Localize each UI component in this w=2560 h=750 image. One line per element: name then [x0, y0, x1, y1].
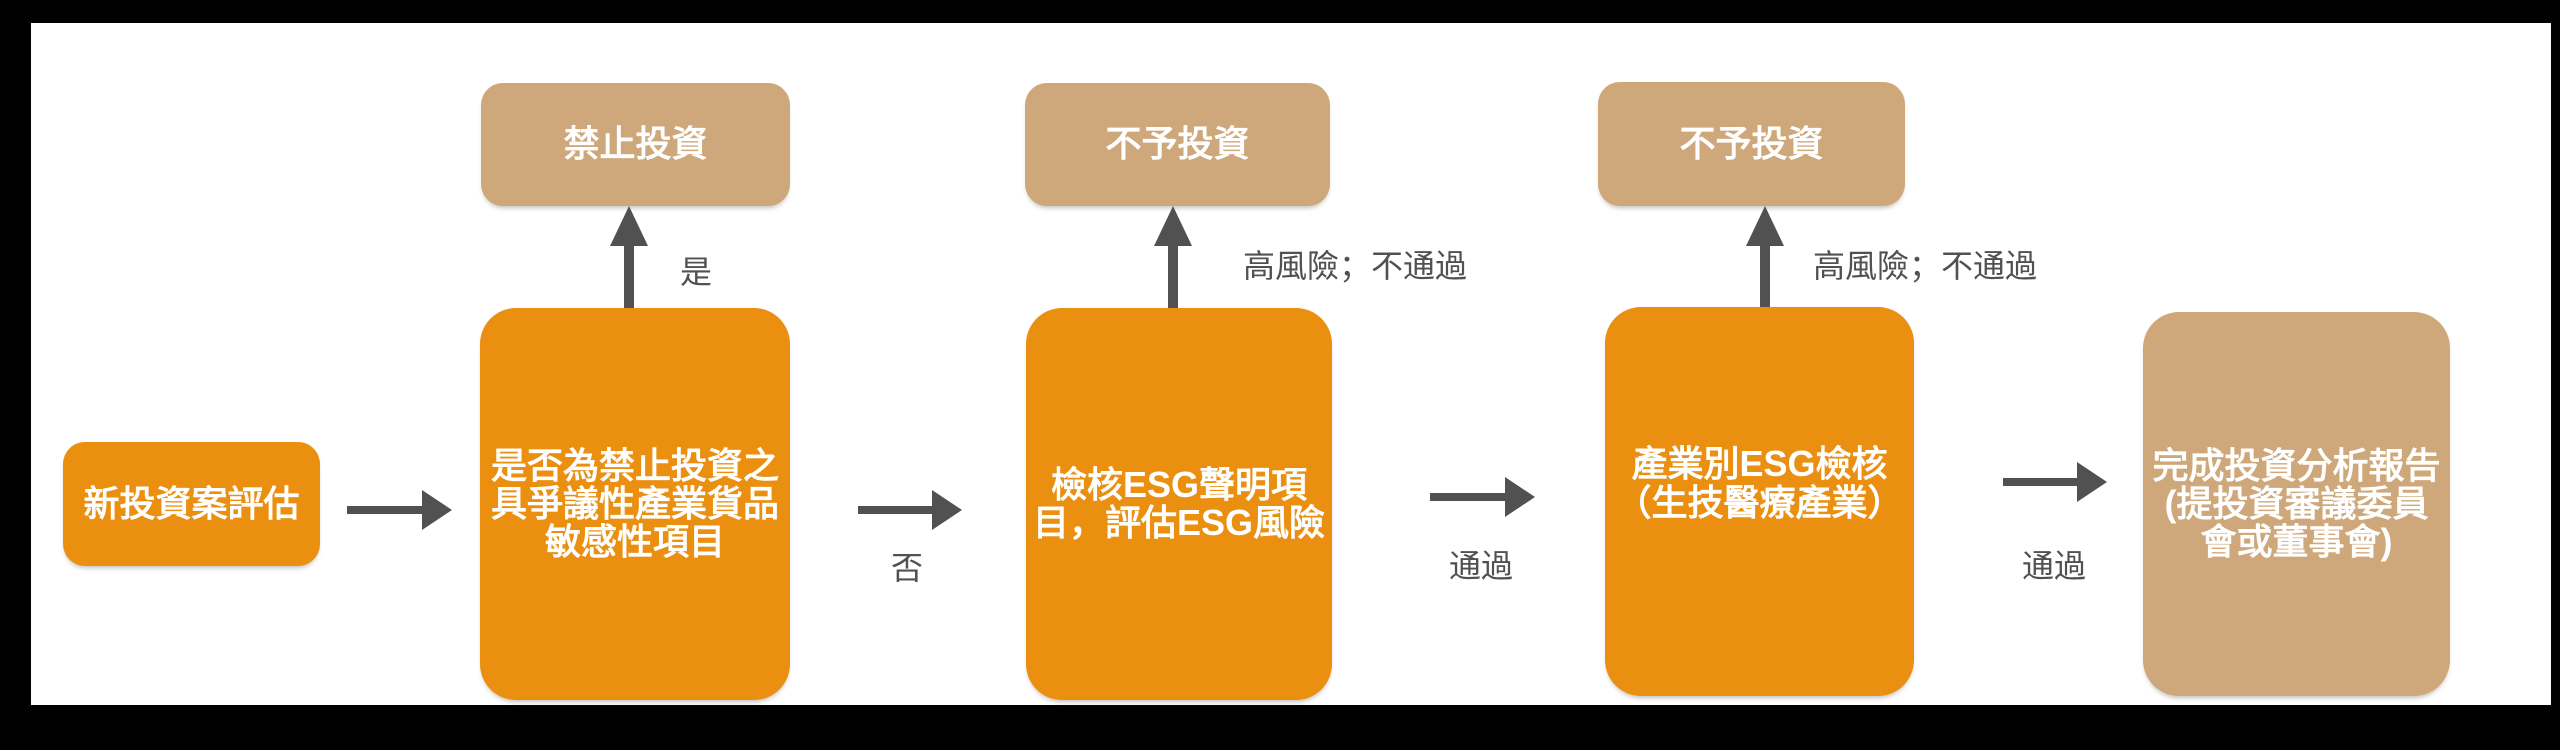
edge-label-pass-1: 通過 [1448, 548, 1513, 584]
arrow-right-icon [422, 490, 452, 530]
edge-label-no: 否 [890, 550, 923, 586]
node-label: 不予投資 [1679, 122, 1824, 164]
node-label: 新投資案評估 [83, 482, 300, 524]
node-prohibited-industry-check: 是否為禁止投資之 具爭議性產業貨品 敏感性項目 [480, 308, 790, 700]
arrow-shaft [1168, 244, 1178, 308]
arrow-right-icon [1505, 477, 1535, 517]
node-label: 不予投資 [1105, 123, 1250, 165]
edge-label-pass-2: 通過 [2021, 548, 2086, 584]
node-label: 是否為禁止投資之 具爭議性產業貨品 敏感性項目 [490, 444, 779, 563]
node-no-investment-2: 不予投資 [1598, 82, 1905, 206]
edge-label-high-risk-1: 高風險；不通過 [1243, 248, 1468, 284]
arrow-up-icon [610, 206, 648, 246]
arrow-up-icon [1746, 206, 1784, 246]
node-label: 禁止投資 [563, 123, 708, 165]
node-esg-declaration-check: 檢核ESG聲明項 目，評估ESG風險 [1026, 308, 1332, 700]
arrow-shaft [858, 506, 932, 514]
node-no-investment-1: 不予投資 [1025, 83, 1330, 206]
arrow-up-icon [1154, 206, 1192, 246]
node-prohibit-investment: 禁止投資 [481, 83, 790, 206]
arrow-shaft [2003, 478, 2077, 486]
arrow-shaft [624, 244, 634, 308]
node-label: 產業別ESG檢核 （生技醫療產業） [1615, 443, 1904, 523]
arrow-right-icon [2077, 462, 2107, 502]
node-label: 檢核ESG聲明項 目，評估ESG風險 [1032, 463, 1326, 543]
arrow-right-icon [932, 490, 962, 530]
edge-label-yes: 是 [680, 254, 713, 290]
node-industry-esg-check: 產業別ESG檢核 （生技醫療產業） [1605, 307, 1914, 696]
arrow-shaft [1430, 493, 1505, 501]
node-new-investment-evaluation: 新投資案評估 [63, 442, 320, 566]
edge-label-high-risk-2: 高風險；不通過 [1813, 248, 2038, 284]
flowchart-canvas: 新投資案評估 是否為禁止投資之 具爭議性產業貨品 敏感性項目 禁止投資 是 [31, 23, 2551, 705]
node-final-analysis-report: 完成投資分析報告 (提投資審議委員 會或董事會) [2143, 312, 2450, 696]
arrow-shaft [1760, 244, 1770, 307]
arrow-shaft [347, 506, 422, 514]
node-label: 完成投資分析報告 (提投資審議委員 會或董事會) [2152, 444, 2441, 563]
